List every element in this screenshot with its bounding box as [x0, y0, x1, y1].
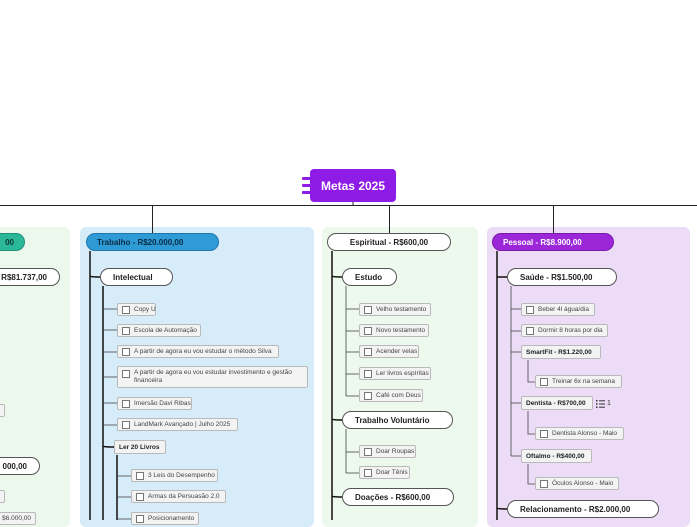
checkbox-icon[interactable]	[136, 471, 144, 480]
task-label: Café com Deus	[376, 391, 421, 399]
task-escola-automacao[interactable]: Escola de Automação	[117, 324, 201, 337]
checkbox-icon[interactable]	[136, 514, 144, 523]
left-leaf-1[interactable]	[0, 404, 5, 417]
task-label: Copy U	[134, 305, 156, 313]
task-investimento[interactable]: A partir de agora eu vou estudar investi…	[117, 366, 308, 388]
checkbox-icon[interactable]	[122, 399, 130, 408]
task-label: Velho testamento	[376, 305, 427, 313]
list-icon	[596, 399, 605, 408]
book-label: Posicionamento	[148, 514, 195, 522]
checkbox-icon[interactable]	[364, 447, 372, 456]
checkbox-icon[interactable]	[540, 377, 548, 386]
estudo-livros-espiritas[interactable]: Ler livros espíritas	[359, 367, 431, 380]
saude-topic[interactable]: Saúde - R$1.500,00	[507, 268, 617, 286]
task-label: LandMark Avançado | Julho 2025	[134, 420, 231, 428]
book-3-leis[interactable]: 3 Leis do Desempenho	[131, 469, 218, 482]
smartfit-topic[interactable]: SmartFit - R$1.220,00	[521, 345, 601, 359]
task-label: Doar Roupas	[376, 447, 415, 455]
voluntario-doar-tenis[interactable]: Doar Tênis	[359, 466, 410, 479]
checkbox-icon[interactable]	[526, 326, 534, 335]
book-posicionamento[interactable]: Posicionamento	[131, 512, 199, 525]
left-sub-topic-2[interactable]: 000,00	[0, 457, 40, 475]
dentista-alonso[interactable]: Dentista Alonso - Maio	[535, 427, 624, 440]
checkbox-icon[interactable]	[122, 326, 130, 335]
checkbox-icon[interactable]	[526, 305, 534, 314]
checkbox-icon[interactable]	[122, 420, 130, 429]
left-leaf-2[interactable]	[0, 490, 5, 503]
checkbox-icon[interactable]	[364, 326, 372, 335]
task-label: Acender velas	[376, 347, 418, 355]
task-label: Novo testamento	[376, 326, 426, 334]
book-label: 3 Leis do Desempenho	[148, 471, 215, 479]
task-label: A partir de agora eu vou estudar investi…	[134, 369, 292, 384]
oftalmo-topic[interactable]: Oftalmo - R$400,00	[521, 449, 592, 463]
doacoes-topic[interactable]: Doações - R$600,00	[342, 488, 454, 506]
espiritual-topic[interactable]: Espiritual - R$600,00	[327, 233, 451, 251]
checkbox-icon[interactable]	[364, 369, 372, 378]
book-armas-persuasao[interactable]: Armas da Persuasão 2.0	[131, 490, 226, 503]
trabalho-voluntario-topic[interactable]: Trabalho Voluntário	[342, 411, 453, 429]
task-imersao[interactable]: Imersão Davi Ribas	[117, 397, 192, 410]
checkbox-icon[interactable]	[122, 305, 130, 314]
checkbox-icon[interactable]	[122, 370, 130, 378]
task-metodo-silva[interactable]: A partir de agora eu vou estudar o métod…	[117, 345, 279, 358]
checkbox-icon[interactable]	[540, 479, 548, 488]
task-label: Dormir 8 horas por dia	[538, 326, 603, 334]
checkbox-icon[interactable]	[136, 492, 144, 501]
checkbox-icon[interactable]	[364, 305, 372, 314]
root-handle-icon[interactable]	[302, 177, 312, 194]
left-leaf-3[interactable]: $6.000,00	[0, 512, 36, 525]
task-label: Beber 4l água/dia	[538, 305, 589, 313]
task-copy-u[interactable]: Copy U	[117, 303, 156, 316]
task-label: Óculos Alonso - Maio	[552, 479, 614, 487]
trabalho-topic[interactable]: Trabalho - R$20.000,00	[86, 233, 219, 251]
relacionamento-topic[interactable]: Relacionamento - R$2.000,00	[507, 500, 659, 518]
oftalmo-oculos[interactable]: Óculos Alonso - Maio	[535, 477, 619, 490]
checkbox-icon[interactable]	[122, 347, 130, 356]
task-label: Ler livros espíritas	[376, 369, 429, 377]
estudo-acender-velas[interactable]: Acender velas	[359, 345, 419, 358]
estudo-novo-testamento[interactable]: Novo testamento	[359, 324, 429, 337]
left-sub-topic-1[interactable]: R$81.737,00	[0, 268, 60, 286]
task-landmark[interactable]: LandMark Avançado | Julho 2025	[117, 418, 238, 431]
checkbox-icon[interactable]	[364, 347, 372, 356]
smartfit-treinar[interactable]: Treinar 6x na semana	[535, 375, 622, 388]
ler-livros-topic[interactable]: Ler 20 Livros	[114, 440, 166, 454]
checkbox-icon[interactable]	[364, 468, 372, 477]
root-topic[interactable]: Metas 2025	[310, 169, 396, 202]
left-branch-title[interactable]: 00	[0, 233, 25, 251]
dentista-topic[interactable]: Dentista - R$700,00	[521, 396, 593, 410]
book-label: Armas da Persuasão 2.0	[148, 492, 220, 500]
checkbox-icon[interactable]	[540, 429, 548, 438]
task-label: Escola de Automação	[134, 326, 197, 334]
task-label: Treinar 6x na semana	[552, 377, 615, 385]
checkbox-icon[interactable]	[364, 391, 372, 400]
note-count: 1	[607, 400, 611, 407]
saude-beber-agua[interactable]: Beber 4l água/dia	[521, 303, 595, 316]
voluntario-doar-roupas[interactable]: Doar Roupas	[359, 445, 416, 458]
task-label: Imersão Davi Ribas	[134, 399, 191, 407]
estudo-topic[interactable]: Estudo	[342, 268, 397, 286]
pessoal-topic[interactable]: Pessoal - R$8.900,00	[492, 233, 614, 251]
estudo-cafe-com-deus[interactable]: Café com Deus	[359, 389, 423, 402]
estudo-velho-testamento[interactable]: Velho testamento	[359, 303, 431, 316]
task-label: A partir de agora eu vou estudar o métod…	[134, 347, 272, 355]
task-label: Doar Tênis	[376, 468, 408, 476]
saude-dormir[interactable]: Dormir 8 horas por dia	[521, 324, 608, 337]
task-label: Dentista Alonso - Maio	[552, 429, 618, 437]
dentista-note[interactable]: 1	[596, 398, 611, 409]
intelectual-topic[interactable]: Intelectual	[100, 268, 173, 286]
